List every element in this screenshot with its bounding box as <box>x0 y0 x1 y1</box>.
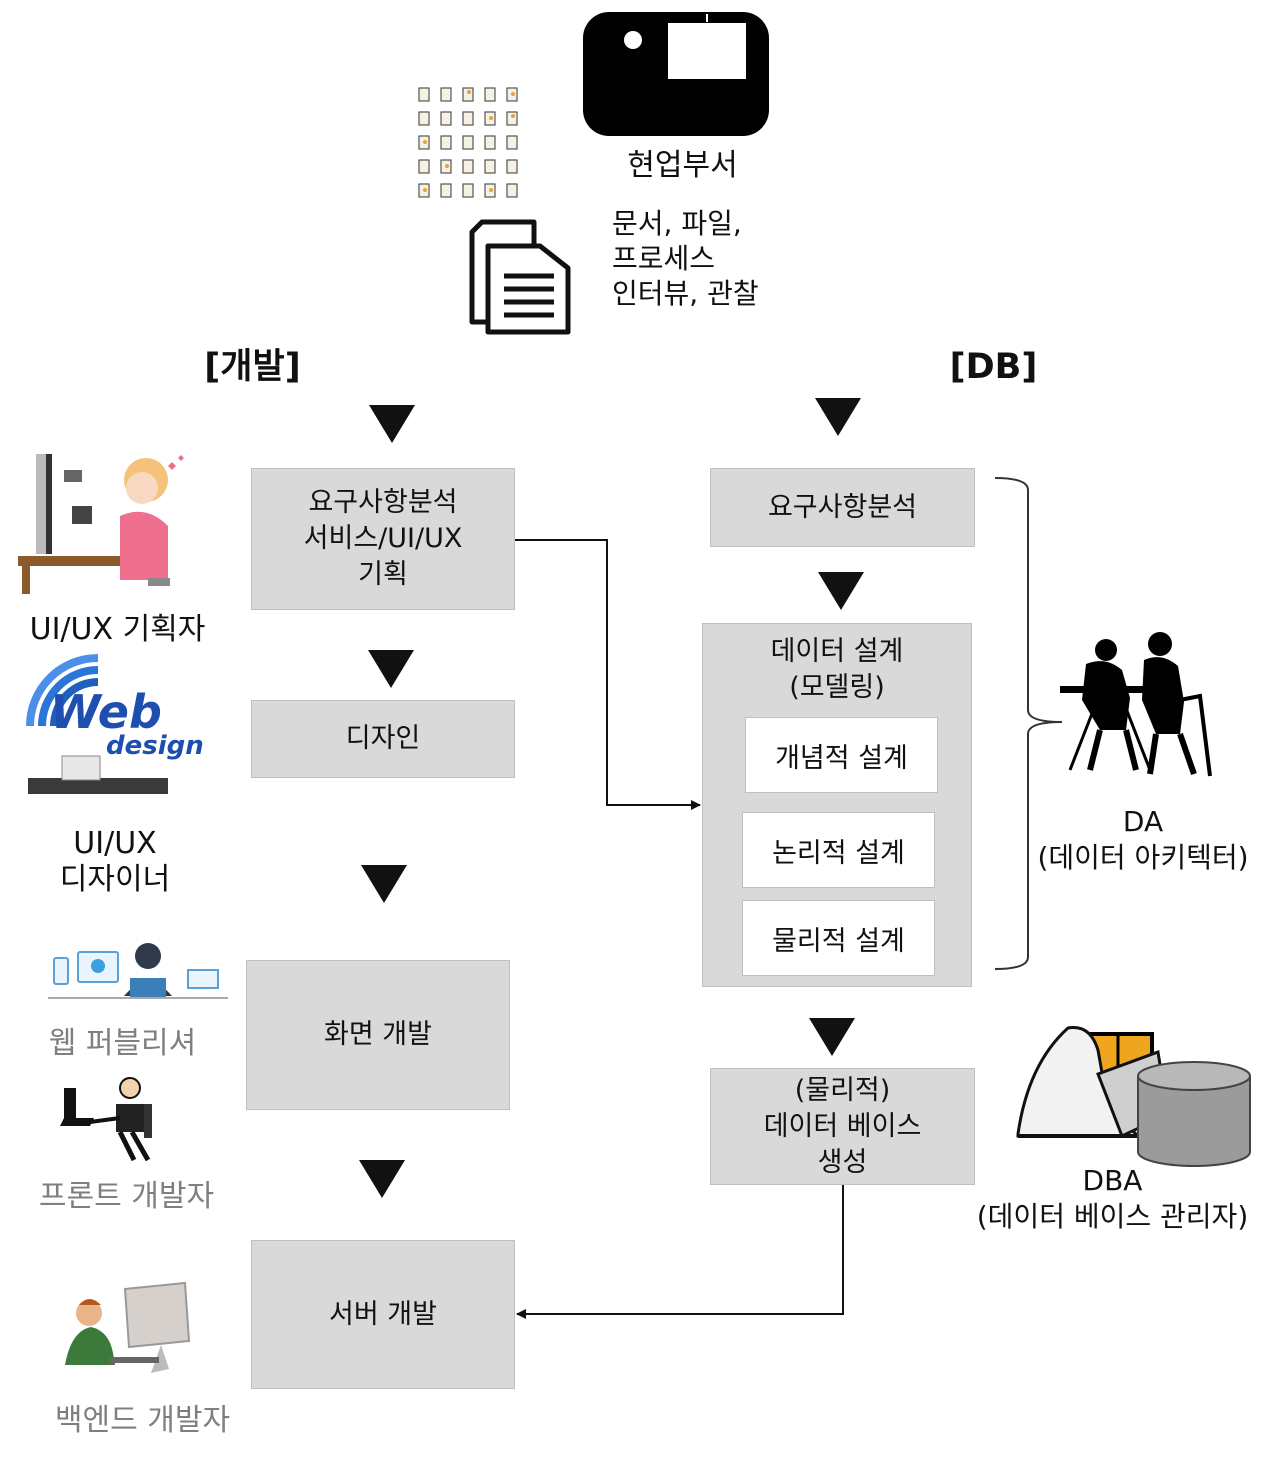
document-icons-grid <box>418 87 518 198</box>
db-modeling-title: 데이터 설계 (모델링) <box>770 636 904 703</box>
publisher-label: 웹 퍼블리셔 <box>48 1026 197 1061</box>
planner-illustration <box>18 454 184 594</box>
planner-label: UI/UX 기획자 <box>29 612 206 647</box>
db-logical-box: 논리적 설계 <box>742 812 935 888</box>
flow-arrow-down <box>369 405 415 443</box>
frontend-illustration <box>60 1077 152 1162</box>
dev-header: [개발] <box>204 347 301 387</box>
sources-text: 문서, 파일, 프로세스 인터뷰, 관찰 <box>612 207 759 310</box>
flow-arrow-down <box>818 572 864 610</box>
dev-screen-box: 화면 개발 <box>246 960 510 1110</box>
dba-label: DBA (데이터 베이스 관리자) <box>976 1164 1249 1233</box>
db-create-box: (물리적) 데이터 베이스 생성 <box>710 1068 975 1185</box>
create-to-server-connector <box>516 1185 844 1319</box>
backend-label: 백엔드 개발자 <box>54 1403 231 1438</box>
web-design-logo: Web design <box>26 654 204 794</box>
req-to-modeling-connector <box>515 539 701 810</box>
backend-illustration <box>65 1281 191 1373</box>
db-header: [DB] <box>949 347 1038 387</box>
flow-arrow-down <box>809 1018 855 1056</box>
svg-text:Web: Web <box>50 685 162 739</box>
svg-text:design: design <box>106 731 204 761</box>
da-bracket <box>994 477 1063 970</box>
file-icon <box>469 219 571 335</box>
dev-server-box: 서버 개발 <box>251 1240 515 1389</box>
dev-design-box: 디자인 <box>251 700 515 778</box>
db-requirements-box: 요구사항분석 <box>710 468 975 547</box>
publisher-illustration <box>48 943 228 999</box>
frontend-label: 프론트 개발자 <box>38 1179 215 1214</box>
flow-arrow-down <box>368 650 414 688</box>
db-conceptual-box: 개념적 설계 <box>745 717 938 793</box>
dept-label: 현업부서 <box>627 148 738 183</box>
flow-arrow-down <box>359 1160 405 1198</box>
da-label: DA (데이터 아키텍터) <box>1037 805 1249 874</box>
dba-illustration <box>1016 1025 1251 1167</box>
flow-arrow-down <box>361 865 407 903</box>
db-physical-box: 물리적 설계 <box>742 900 935 976</box>
flow-arrow-down <box>815 398 861 436</box>
da-meeting-silhouette <box>1060 632 1212 777</box>
audience-silhouettes <box>624 31 753 109</box>
designer-label: UI/UX 디자이너 <box>59 826 171 897</box>
dev-requirements-box: 요구사항분석 서비스/UI/UX 기획 <box>251 468 515 610</box>
